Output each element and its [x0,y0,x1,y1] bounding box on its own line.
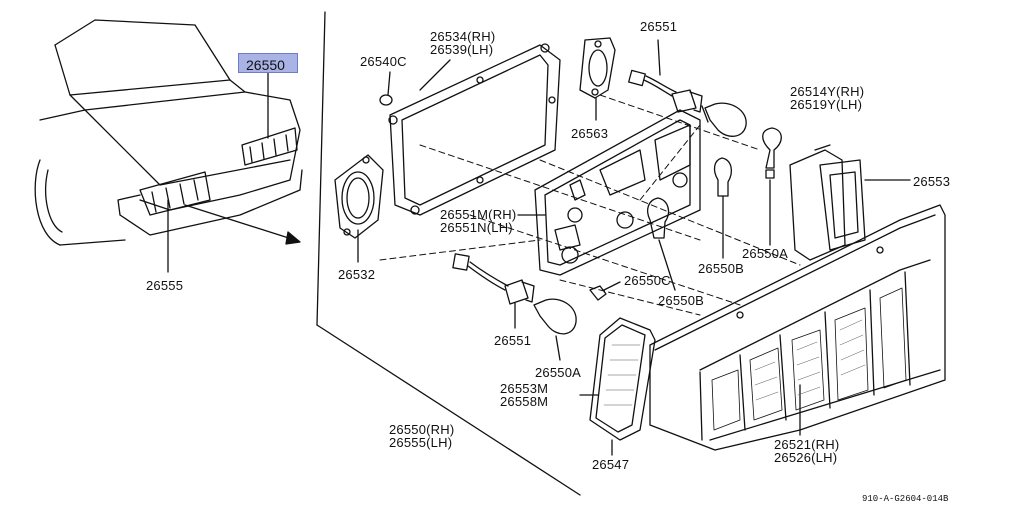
bulb-26550b-mid [648,198,675,290]
car-rear-illustration [35,20,302,245]
label-26550-26555: 26550(RH) 26555(LH) [389,423,454,449]
label-26555-lh: 26555(LH) [389,435,453,450]
label-26553m-26558m: 26553M 26558M [500,382,548,408]
bulb-26550b-right [715,158,732,258]
label-26534-rh: 26534(RH) [430,29,496,44]
label-26553: 26553 [913,174,951,189]
label-26550a-right: 26550A [742,246,789,261]
highlighted-part-label: 26550 [246,57,285,73]
label-26550b-right: 26550B [698,261,745,276]
label-26521-26526: 26521(RH) 26526(LH) [774,438,839,464]
lens-26553 [790,145,910,260]
label-26519y-lh: 26519Y(LH) [790,97,863,112]
label-26534-26539: 26534(RH) 26539(LH) [430,30,495,56]
label-26514y-26519y: 26514Y(RH) 26519Y(LH) [790,85,864,111]
label-26521-rh: 26521(RH) [774,437,840,452]
label-26550-rh: 26550(RH) [389,422,455,437]
label-26563: 26563 [571,126,609,141]
socket-wire-26551-top [629,40,702,112]
bulb-26550a-right [763,128,782,245]
label-26514y-rh: 26514Y(RH) [790,84,865,99]
label-26547: 26547 [592,457,630,472]
label-26555-car: 26555 [146,278,184,293]
label-26550a-bottom: 26550A [535,365,582,380]
bulb-26550a-bottom [534,299,576,360]
label-26551-top: 26551 [640,19,678,34]
label-26532: 26532 [338,267,376,282]
label-26558m: 26558M [500,394,549,409]
gasket-26534 [389,44,560,215]
lamp-body-26521 [650,205,945,450]
highlighted-part-26550[interactable]: 26550 [238,53,298,73]
label-26550b-mid: 26550B [658,293,705,308]
socket-wire-26551-bottom [453,254,534,328]
label-26550c: 26550C [624,273,671,288]
gasket-26563 [580,38,615,120]
socket-housing-26551m [535,110,700,275]
label-26551m-26551n: 26551M(RH) 26551N(LH) [440,208,516,234]
diagram-reference-code: 910-A-G2604-014B [862,494,949,504]
label-26553m: 26553M [500,381,549,396]
label-26551m-rh: 26551M(RH) [440,207,517,222]
label-26526-lh: 26526(LH) [774,450,838,465]
gasket-26532 [335,155,383,262]
label-26539-lh: 26539(LH) [430,42,494,57]
label-26551n-lh: 26551N(LH) [440,220,513,235]
label-26551-bottom: 26551 [494,333,532,348]
lens-cover-26553m [580,318,655,455]
bulb-26550c [590,282,620,300]
bulb-top [702,103,746,136]
direction-arrow [185,205,295,240]
label-26540c: 26540C [360,54,407,69]
